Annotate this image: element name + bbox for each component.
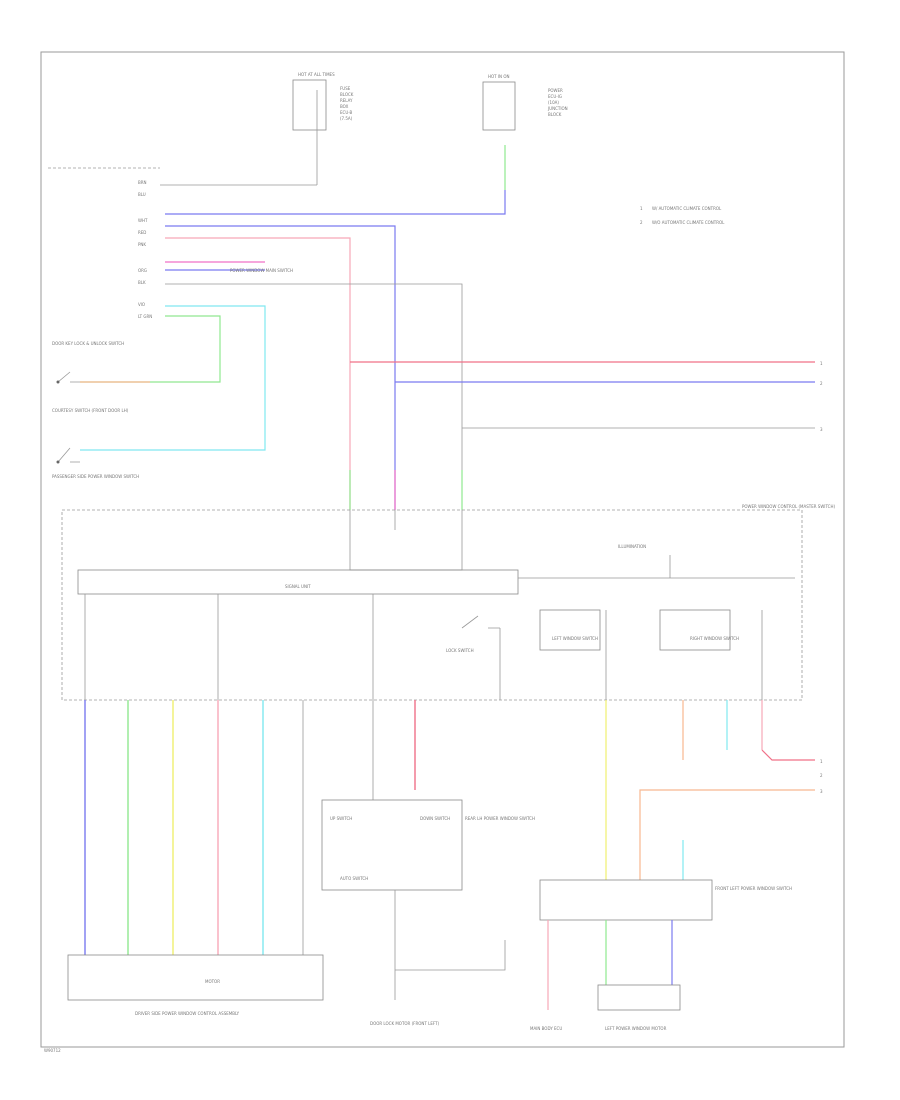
- wire-ref: 2: [820, 773, 823, 778]
- legend: 1 W/ AUTOMATIC CLIMATE CONTROL 2 W/O AUT…: [640, 206, 725, 225]
- mid-connectors: [349, 470, 463, 510]
- legend-mark: 1: [640, 206, 643, 211]
- fuse-block-2-line: POWER: [548, 88, 563, 93]
- motor-wires: [84, 700, 416, 955]
- door-key-switch: DOOR KEY LOCK & UNLOCK SWITCH: [52, 341, 150, 384]
- wire-blue-top: [165, 145, 506, 510]
- door-lock-motor-label: DOOR LOCK MOTOR (FRONT LEFT): [370, 1021, 440, 1026]
- connector-label: RED: [138, 230, 146, 235]
- right-window-switch-label: RIGHT WINDOW SWITCH: [690, 636, 739, 641]
- figure-code: W90712: [44, 1048, 61, 1053]
- front-window-switch-label: FRONT LEFT POWER WINDOW SWITCH: [715, 886, 792, 891]
- courtesy-switch-label: COURTESY SWITCH (FRONT DOOR LH): [52, 408, 129, 413]
- fuse-block-1-title: HOT AT ALL TIMES: [298, 72, 335, 77]
- fuse-block-2-line: (10A): [548, 100, 559, 105]
- legend-mark: 2: [640, 220, 643, 225]
- wire-magenta-top: [165, 261, 463, 510]
- fuse-block-1-line: BLOCK: [340, 92, 354, 97]
- door-key-switch-label: DOOR KEY LOCK & UNLOCK SWITCH: [52, 341, 124, 346]
- wire-cyan-top: [80, 305, 266, 451]
- legend-text: W/ AUTOMATIC CLIMATE CONTROL: [652, 206, 722, 211]
- fuse-block-2-line: JUNCTION: [547, 106, 568, 111]
- illumination-label: ILLUMINATION: [618, 544, 646, 549]
- power-window-control-box: [61, 509, 803, 701]
- wire-ref: 2: [820, 381, 823, 386]
- driver-side-motor-label: DRIVER SIDE POWER WINDOW CONTROL ASSEMBL…: [135, 1011, 240, 1016]
- fuse-block-1-line: FUSE: [340, 86, 351, 91]
- lock-switch-label: LOCK SWITCH: [446, 648, 474, 653]
- up-switch-label: UP SWITCH: [330, 816, 352, 821]
- courtesy-switch: COURTESY SWITCH (FRONT DOOR LH) PASSENGE…: [52, 408, 139, 479]
- body-ecu-label: MAIN BODY ECU: [530, 1026, 562, 1031]
- control-internal: SIGNAL UNIT ILLUMINATION: [77, 510, 795, 700]
- down-switch-label: DOWN SWITCH: [420, 816, 450, 821]
- fuse-block-1: HOT AT ALL TIMES FUSE BLOCK RELAY BOX EC…: [160, 72, 354, 186]
- connector-label: PNK: [138, 242, 146, 247]
- fuse-block-2-title: HOT IN ON: [488, 74, 509, 79]
- fuse-block-1-line: ECU-B: [340, 110, 353, 115]
- wire-ref: 1: [820, 759, 823, 764]
- wire-ref: 3: [820, 789, 823, 794]
- connector-label: LT GRN: [138, 314, 152, 319]
- power-window-control-label: POWER WINDOW CONTROL (MASTER SWITCH): [742, 504, 835, 509]
- legend-text: W/O AUTOMATIC CLIMATE CONTROL: [652, 220, 725, 225]
- connector-label: BLK: [138, 280, 146, 285]
- connector-label: ORG: [138, 268, 147, 273]
- auto-switch-label: AUTO SWITCH: [340, 876, 368, 881]
- connector-label: WHT: [138, 218, 148, 223]
- wire-pink-top: [165, 237, 351, 510]
- connector-label: VIO: [138, 302, 145, 307]
- fuse-block-2-line: ECU-IG: [548, 94, 562, 99]
- signal-unit-label: SIGNAL UNIT: [285, 584, 311, 589]
- power-window-main-label: POWER WINDOW MAIN SWITCH: [230, 268, 293, 273]
- connector-pins-upper: BRN BLU WHT RED PNK ORG BLK VIO LT GRN: [138, 180, 152, 319]
- left-window-switch: LEFT WINDOW SWITCH: [539, 609, 607, 700]
- left-window-switch-label: LEFT WINDOW SWITCH: [552, 636, 598, 641]
- connector-label: BLU: [138, 192, 146, 197]
- right-window-switch: RIGHT WINDOW SWITCH: [659, 609, 763, 700]
- driver-side-motor-assembly: MOTOR DRIVER SIDE POWER WINDOW CONTROL A…: [67, 954, 324, 1016]
- motor-label: MOTOR: [205, 979, 220, 984]
- passenger-window-label: PASSENGER SIDE POWER WINDOW SWITCH: [52, 474, 139, 479]
- fuse-block-1-line: RELAY: [340, 98, 353, 103]
- wire-pink-right: 1 2 3: [350, 361, 823, 432]
- fuse-block-1-line: BOX: [340, 104, 349, 109]
- fuse-block-2: HOT IN ON POWER ECU-IG (10A) JUNCTION BL…: [482, 74, 568, 131]
- diagram-frame: [40, 51, 845, 1048]
- right-lower-wires: FRONT LEFT POWER WINDOW SWITCH LEFT POWE…: [530, 700, 823, 1031]
- connector-label: BRN: [138, 180, 147, 185]
- fuse-block-1-line: (7.5A): [340, 116, 353, 121]
- wire-ref: 1: [820, 361, 823, 366]
- rear-lh-switch-label: REAR LH POWER WINDOW SWITCH: [465, 816, 535, 821]
- rear-lh-switch: UP SWITCH DOWN SWITCH AUTO SWITCH REAR L…: [321, 799, 535, 1026]
- lock-switch: LOCK SWITCH: [446, 615, 501, 700]
- left-power-window-motor-label: LEFT POWER WINDOW MOTOR: [605, 1026, 667, 1031]
- fuse-block-2-line: BLOCK: [548, 112, 562, 117]
- wire-ref: 3: [820, 427, 823, 432]
